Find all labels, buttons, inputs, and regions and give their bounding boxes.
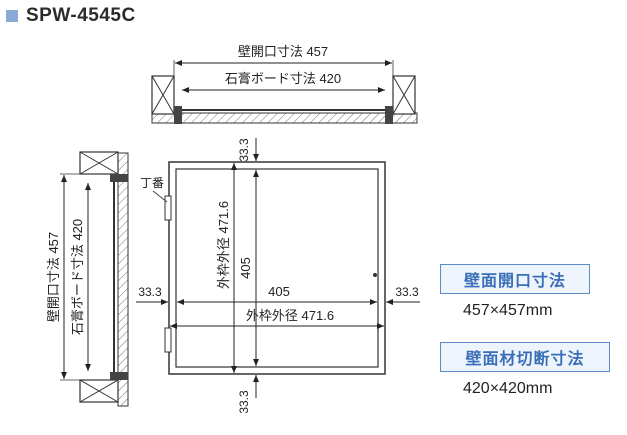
hinge-label: 丁番 xyxy=(140,176,164,190)
side-frame-bottom xyxy=(110,372,128,380)
outer-height-label: 外枠外径 471.6 xyxy=(216,201,231,289)
header: SPW-4545C xyxy=(6,4,136,28)
wall-opening-spec-value: 457×457mm xyxy=(463,302,553,319)
bottom-margin-label: 33.3 xyxy=(237,390,251,414)
left-margin-label: 33.3 xyxy=(138,285,162,299)
top-frame-left xyxy=(174,106,182,124)
inner-height-label: 405 xyxy=(238,257,253,279)
inner-panel xyxy=(175,168,379,368)
top-margin-label: 33.3 xyxy=(237,138,251,162)
front-view: 丁番 33.3 405 33.3 外枠外径 471.6 33.3 405 33.… xyxy=(136,138,420,414)
top-wall-slab xyxy=(151,112,418,124)
side-board-label: 石膏ボード寸法 420 xyxy=(70,219,85,335)
latch-dot xyxy=(373,273,377,277)
top-opening-label: 壁開口寸法 457 xyxy=(238,44,328,59)
right-margin-label: 33.3 xyxy=(395,285,419,299)
header-marker xyxy=(6,10,18,22)
top-board-label: 石膏ボード寸法 420 xyxy=(225,71,341,86)
model-title: SPW-4545C xyxy=(26,5,136,26)
top-frame-right xyxy=(385,106,393,124)
side-view: 壁開口寸法 457 石膏ボード寸法 420 xyxy=(46,151,129,407)
outer-width-label: 外枠外径 471.6 xyxy=(246,308,334,323)
side-frame-top xyxy=(110,174,128,182)
top-view: 壁開口寸法 457 石膏ボード寸法 420 xyxy=(151,44,418,124)
side-wall-slab xyxy=(117,152,129,407)
hinge-upper xyxy=(164,195,172,221)
wall-opening-spec-label: 壁面開口寸法 xyxy=(440,264,590,294)
hinge-lower xyxy=(164,327,172,353)
wall-cut-spec-label: 壁面材切断寸法 xyxy=(440,342,610,372)
side-opening-label: 壁開口寸法 457 xyxy=(46,232,61,322)
inner-width-label: 405 xyxy=(268,284,290,299)
wall-cut-spec-value: 420×420mm xyxy=(463,380,553,397)
